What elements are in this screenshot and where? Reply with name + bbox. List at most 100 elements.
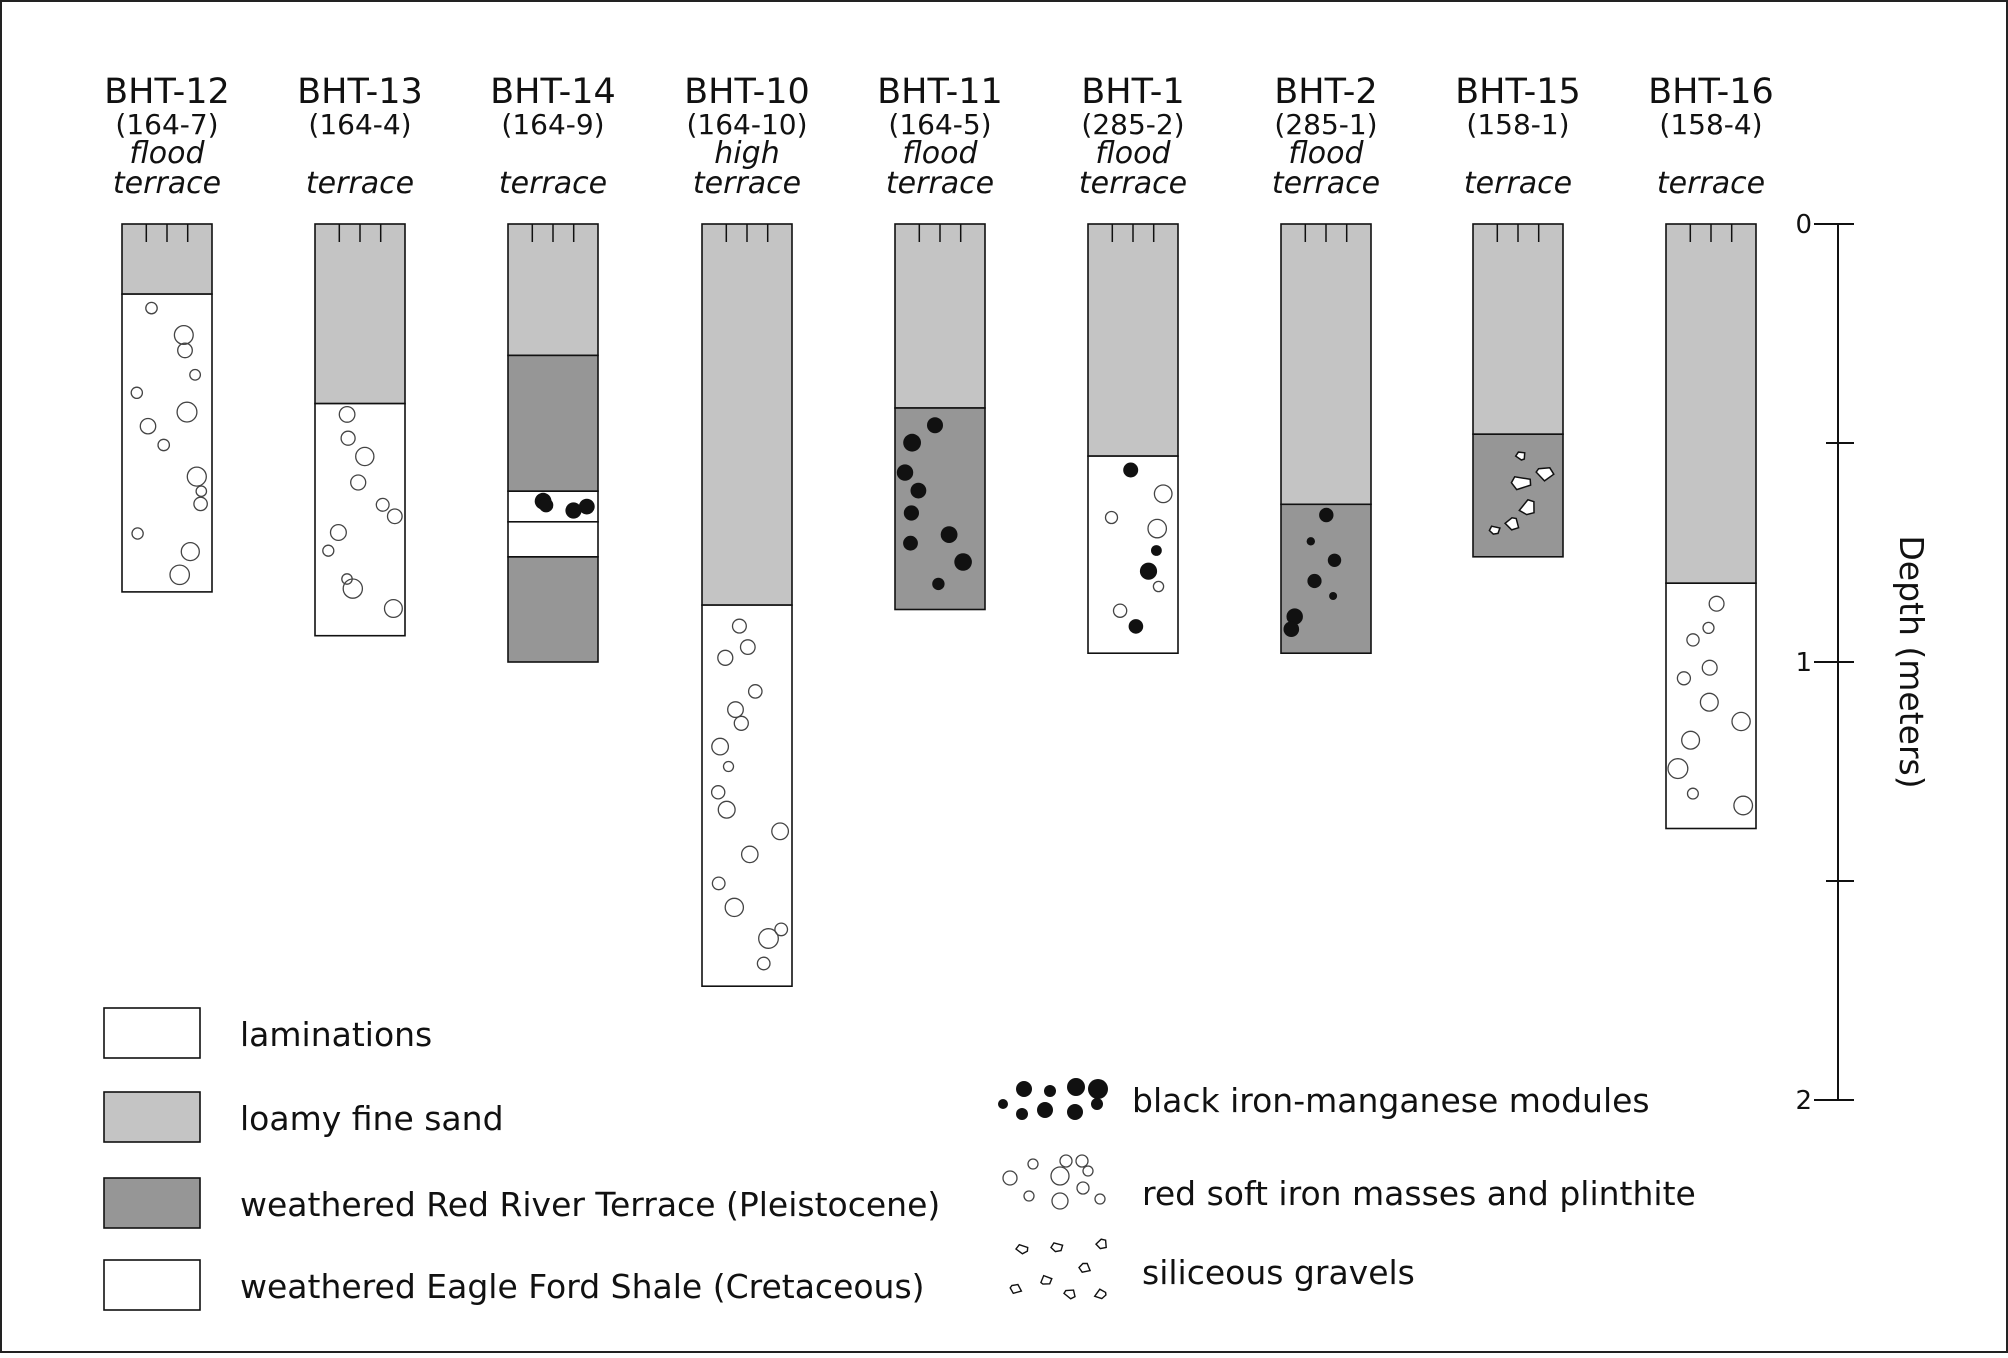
iron-manganese-nodule: [1283, 621, 1300, 637]
iron-manganese-nodule: [1128, 619, 1144, 634]
gravel-clast: [1535, 467, 1555, 482]
column-code: (285-2): [1081, 108, 1184, 141]
iron-mass-circle: [169, 564, 191, 586]
iron-mass-circle: [747, 684, 763, 699]
profile-layer: [314, 223, 406, 405]
iron-mass-circle: [1059, 1154, 1073, 1168]
iron-mass-circle: [1733, 795, 1754, 816]
depth-tick-label: 0: [1795, 210, 1812, 240]
iron-mass-circle: [731, 618, 747, 634]
column-name: BHT-10: [684, 72, 810, 112]
iron-mass-circle: [771, 822, 790, 841]
iron-mass-circle: [386, 508, 403, 525]
profile-layer: [507, 354, 599, 492]
layer-symbols: [1488, 451, 1555, 535]
iron-manganese-nodule: [903, 505, 920, 521]
iron-mass-circle: [173, 324, 194, 346]
column-landform-line1: flood: [1095, 136, 1171, 171]
profile-layer: [701, 604, 793, 987]
nodule-dot: [1088, 1079, 1108, 1099]
iron-manganese-nodule: [954, 553, 972, 571]
gravel-clast: [1488, 525, 1501, 535]
iron-mass-circle: [756, 956, 771, 971]
iron-mass-circle: [322, 544, 335, 557]
iron-mass-circle: [139, 417, 157, 435]
nodule-dot: [1016, 1108, 1028, 1120]
nodule-dot: [1067, 1078, 1085, 1096]
column-landform-line2: terrace: [499, 166, 607, 201]
gravel-clast: [1093, 1288, 1107, 1300]
iron-manganese-nodule: [1151, 545, 1162, 556]
iron-mass-circle: [1094, 1193, 1106, 1205]
iron-mass-circle: [1701, 659, 1718, 676]
legend-symbol-label: black iron-manganese modules: [1132, 1081, 1650, 1120]
iron-mass-circle: [727, 701, 744, 719]
iron-mass-circle: [724, 897, 745, 918]
legend-symbol-label: red soft iron masses and plinthite: [1142, 1174, 1696, 1213]
profile-column: BHT-16(158-4)terrace: [1648, 72, 1774, 830]
gravel-clast: [1078, 1262, 1092, 1273]
iron-mass-circle: [1002, 1170, 1018, 1186]
iron-manganese-nodule: [927, 417, 943, 434]
iron-mass-circle: [717, 800, 736, 819]
iron-mass-circle: [350, 474, 367, 491]
column-landform-line2: terrace: [306, 166, 414, 201]
gravel-clast: [1510, 475, 1532, 491]
iron-manganese-nodule: [1307, 573, 1322, 589]
profile-layer: [1665, 582, 1757, 830]
iron-mass-circle: [193, 496, 208, 512]
iron-mass-circle: [1699, 692, 1719, 712]
iron-mass-circle: [177, 342, 193, 359]
iron-mass-circle: [711, 876, 726, 891]
legend-label: weathered Red River Terrace (Pleistocene…: [240, 1185, 940, 1224]
iron-manganese-nodule: [538, 498, 554, 513]
legend-swatch: [103, 1177, 201, 1229]
layer-symbols: [534, 492, 595, 519]
iron-mass-circle: [157, 438, 171, 452]
profile-column: BHT-14(164-9)terrace: [490, 72, 616, 663]
column-landform-line1: flood: [1288, 136, 1364, 171]
layer-symbols: [322, 405, 403, 619]
profile-layer: [507, 223, 599, 357]
profile-column: BHT-13(164-4)terrace: [297, 72, 423, 637]
legend-label: laminations: [240, 1015, 432, 1054]
column-landform-line2: terrace: [693, 166, 801, 201]
column-name: BHT-15: [1455, 72, 1581, 112]
iron-mass-circle: [1152, 580, 1165, 593]
column-code: (164-10): [686, 108, 807, 141]
iron-mass-circle: [1686, 633, 1700, 647]
column-landform-line1: high: [714, 136, 779, 171]
layer-symbols: [1283, 507, 1342, 637]
column-landform-line2: terrace: [1657, 166, 1765, 201]
profile-layer: [507, 556, 599, 663]
iron-manganese-nodule: [1329, 592, 1338, 600]
iron-mass-circle: [740, 845, 759, 864]
iron-mass-circle: [1076, 1181, 1090, 1195]
iron-mass-circle: [1686, 787, 1699, 800]
profile-layer: [701, 223, 793, 606]
column-landform-line1: flood: [129, 136, 205, 171]
column-name: BHT-2: [1274, 72, 1377, 112]
column-landform-line2: terrace: [1272, 166, 1380, 201]
iron-mass-circle: [342, 578, 364, 599]
iron-mass-circle: [1027, 1158, 1039, 1170]
nodule-dot: [1037, 1102, 1053, 1118]
profile-layer: [314, 402, 406, 637]
legend-label: weathered Eagle Ford Shale (Cretaceous): [240, 1267, 925, 1306]
iron-mass-circle: [1112, 603, 1128, 618]
column-landform-line2: terrace: [886, 166, 994, 201]
iron-mass-circle: [739, 639, 756, 656]
iron-mass-circle: [189, 368, 202, 381]
layer-symbols: [1104, 462, 1173, 634]
column-code: (164-7): [115, 108, 218, 141]
iron-mass-circle: [186, 466, 207, 487]
layer-symbols: [1667, 595, 1754, 816]
iron-mass-circle: [1082, 1165, 1094, 1177]
iron-mass-circle: [733, 715, 749, 731]
nodule-dot: [1044, 1085, 1056, 1097]
iron-mass-circle: [1075, 1154, 1089, 1168]
